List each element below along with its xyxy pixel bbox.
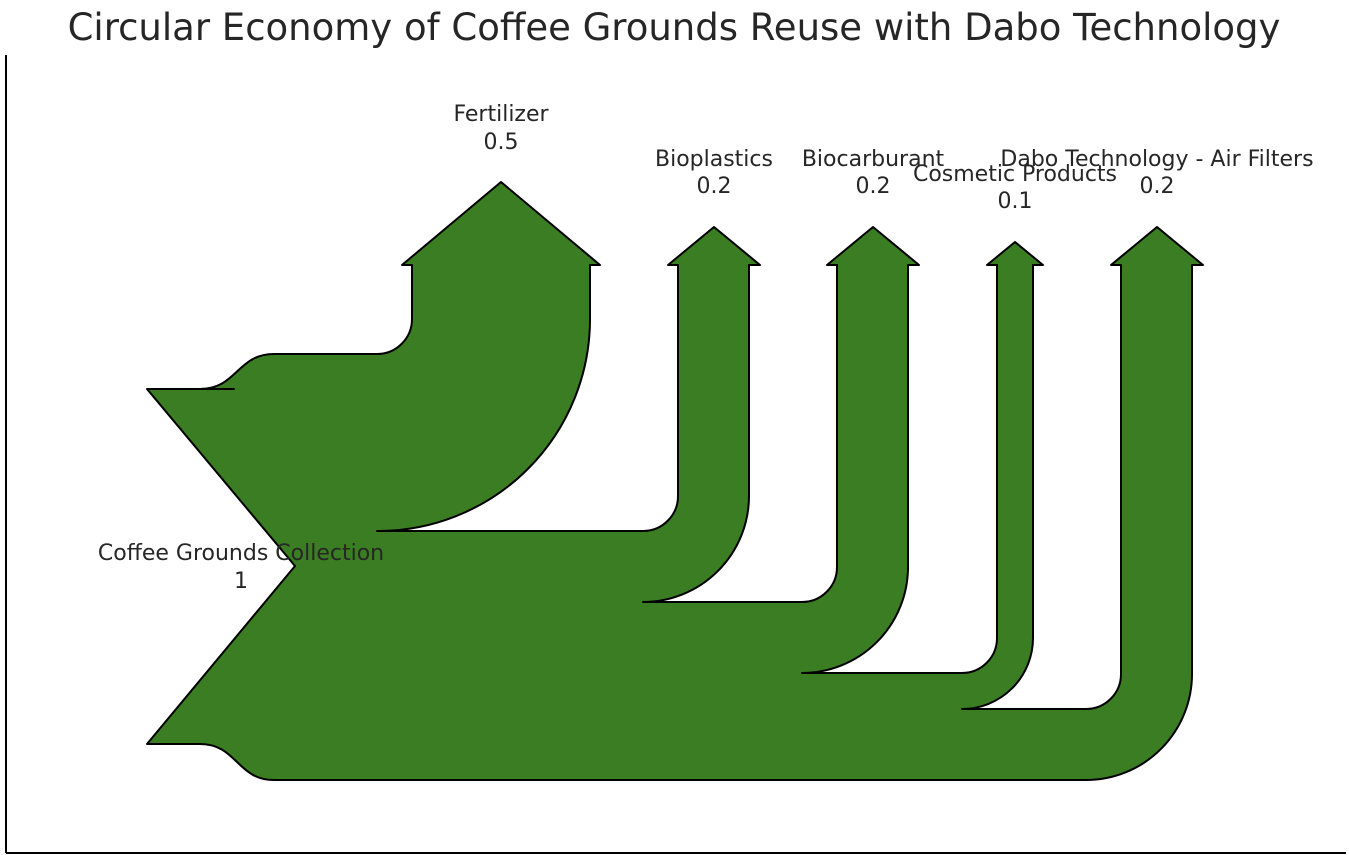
output-label: Cosmetic Products: [913, 162, 1117, 187]
label-cosmetic-products: Cosmetic Products 0.1: [913, 162, 1117, 214]
sankey-flow-diagram: [146, 181, 1204, 781]
label-coffee-grounds-collection: Coffee Grounds Collection 1: [98, 541, 384, 594]
output-label: Bioplastics: [655, 147, 773, 172]
output-value: 0.1: [998, 189, 1033, 214]
output-value: 0.5: [484, 130, 519, 155]
output-label: Dabo Technology - Air Filters: [1000, 147, 1313, 172]
output-label: Biocarburant: [802, 147, 945, 172]
label-fertilizer: Fertilizer 0.5: [453, 102, 549, 155]
output-value: 0.2: [856, 174, 891, 199]
output-label: Fertilizer: [453, 102, 549, 127]
input-label: Coffee Grounds Collection: [98, 541, 384, 566]
chart-title: Circular Economy of Coffee Grounds Reuse…: [68, 6, 1281, 49]
output-value: 0.2: [1140, 174, 1175, 199]
label-air-filters: Dabo Technology - Air Filters 0.2: [1000, 147, 1313, 199]
label-biocarburant: Biocarburant 0.2: [802, 147, 945, 199]
output-value: 0.2: [697, 174, 732, 199]
input-value: 1: [234, 569, 248, 594]
label-bioplastics: Bioplastics 0.2: [655, 147, 773, 199]
